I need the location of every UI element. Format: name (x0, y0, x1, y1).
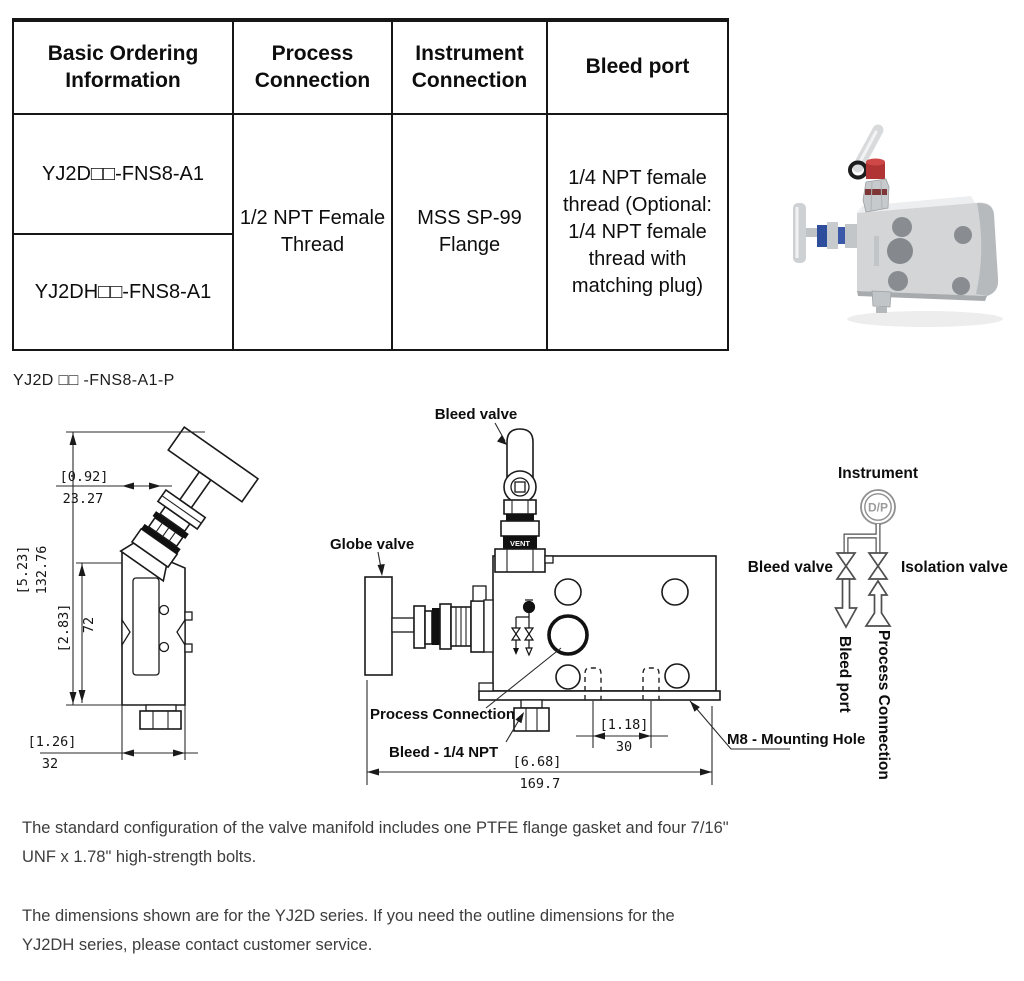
manifold-block (857, 196, 999, 301)
table-row: YJ2D□□-FNS8-A1 1/2 NPT Female Thread MSS… (12, 113, 729, 351)
dim-offset-mm: 23.27 (63, 491, 104, 507)
dim-body-in: [2.83] (56, 604, 72, 653)
etched-schematic (510, 599, 536, 657)
bolt-hole (952, 277, 970, 295)
header-instrument-connection: Instrument Connection (391, 19, 548, 115)
process-connection-cell: 1/2 NPT Female Thread (232, 113, 393, 351)
dim-width-in: [1.26] (28, 734, 77, 750)
dim-length-mm: 169.7 (520, 776, 561, 792)
drawing-model-label: YJ2D □□ -FNS8-A1-P (13, 372, 175, 389)
ordering-table-wrap: Basic Ordering Information Process Conne… (12, 18, 729, 351)
bolt-hole (954, 226, 972, 244)
mounting-hole-label: M8 - Mounting Hole (727, 731, 865, 748)
process-flow-arrow (864, 579, 892, 627)
schematic-bleed-port-label: Bleed port (836, 636, 853, 713)
bleed-valve-label: Bleed valve (435, 406, 518, 423)
bleed-valve-render (848, 124, 890, 213)
header-process-connection: Process Connection (232, 19, 393, 115)
process-port-hole (887, 238, 913, 264)
note-standard-configuration: The standard configuration of the valve … (22, 819, 729, 866)
schematic-isolation-valve-label: Isolation valve (901, 559, 1008, 576)
dim-width-mm: 32 (42, 756, 58, 772)
vent-label: VENT (510, 539, 530, 548)
note-dimensions: The dimensions shown are for the YJ2D se… (22, 907, 675, 954)
schematic-bleed-valve-label: Bleed valve (748, 559, 834, 576)
header-basic-ordering: Basic Ordering Information (12, 19, 234, 115)
front-globe-valve (364, 576, 494, 676)
instrument-label: Instrument (838, 465, 918, 482)
product-shadow (847, 311, 1003, 327)
dim-offset-in: [0.92] (60, 469, 109, 485)
bleed-flow-arrow (834, 578, 858, 629)
model-code-yj2d: YJ2D□□-FNS8-A1 (12, 113, 234, 235)
dp-label: D/P (868, 501, 888, 515)
dim-height-mm: 132.76 (34, 546, 50, 595)
bleed-npt-label: Bleed - 1/4 NPT (389, 744, 498, 761)
table-row: YJ2DH□□-FNS8-A1 (12, 233, 728, 351)
header-bleed-port: Bleed port (546, 19, 729, 115)
model-code-yj2dh: YJ2DH□□-FNS8-A1 (12, 233, 234, 351)
technical-drawings: [5.23] 132.76 [2.83] 72 [0.92] 23.27 [1.… (15, 406, 1009, 792)
instrument-connection-cell: MSS SP-99 Flange (391, 113, 548, 351)
globe-valve-label: Globe valve (330, 536, 414, 553)
bolt-hole (892, 217, 912, 237)
ordering-table: Basic Ordering Information Process Conne… (12, 18, 729, 351)
flow-schematic: Instrument D/P Bleed valve Isolation val… (748, 465, 1009, 780)
bottom-plug-render (871, 290, 892, 313)
bolt-hole (888, 271, 908, 291)
isolation-valve-symbol (867, 552, 889, 580)
dim-body-mm: 72 (81, 617, 97, 633)
process-connection-label: Process Connection (370, 706, 515, 723)
side-view: [5.23] 132.76 [2.83] 72 [0.92] 23.27 [1.… (15, 426, 260, 772)
schematic-process-connection-label: Process Connection (875, 630, 892, 780)
dim-length-in: [6.68] (513, 754, 562, 770)
front-view: VENT (330, 406, 865, 792)
table-header-row: Basic Ordering Information Process Conne… (12, 19, 729, 115)
bleed-valve-symbol (835, 552, 857, 580)
front-bleed-valve: VENT (494, 428, 554, 573)
dim-height-in: [5.23] (15, 546, 31, 595)
front-bleed-plug (513, 699, 550, 732)
product-photo (793, 124, 1003, 327)
bleed-port-cell: 1/4 NPT female thread (Optional: 1/4 NPT… (546, 113, 729, 351)
dim-spacing-mm: 30 (616, 739, 632, 755)
side-view-valve (119, 426, 260, 583)
globe-valve-render (793, 203, 857, 263)
dim-spacing-in: [1.18] (600, 717, 649, 733)
